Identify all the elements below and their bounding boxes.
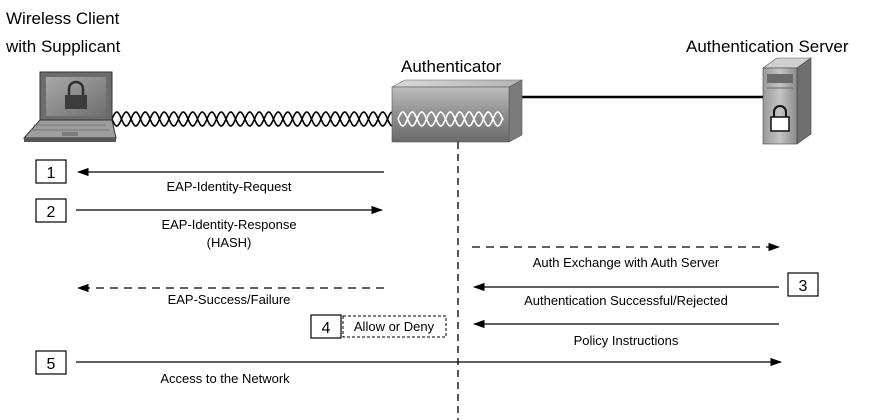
step-5-number: 5 xyxy=(47,356,56,373)
allow-deny-label: Allow or Deny xyxy=(354,319,435,334)
auth-result-label: Authentication Successful/Rejected xyxy=(524,293,728,308)
step-2-number: 2 xyxy=(47,204,56,221)
hash-label: (HASH) xyxy=(207,235,252,250)
client-title-line2: with Supplicant xyxy=(5,37,121,56)
network-access-label: Access to the Network xyxy=(160,371,290,386)
policy-label: Policy Instructions xyxy=(574,333,679,348)
identity-request-label: EAP-Identity-Request xyxy=(166,179,291,194)
identity-response-label: EAP-Identity-Response xyxy=(161,217,296,232)
wireless-link xyxy=(111,111,393,127)
allow-deny-box xyxy=(342,315,447,338)
success-failure-label: EAP-Success/Failure xyxy=(168,292,291,307)
step-3-box xyxy=(787,272,819,297)
step-5-box xyxy=(35,350,67,375)
step-4-box xyxy=(310,314,342,339)
access-point-icon xyxy=(391,79,523,143)
client-title-line1: Wireless Client xyxy=(6,9,120,28)
authenticator-title: Authenticator xyxy=(401,57,502,76)
laptop-lock-icon xyxy=(22,71,117,142)
step-1-box xyxy=(35,159,67,184)
step-2-box xyxy=(35,198,67,223)
auth-exchange-label: Auth Exchange with Auth Server xyxy=(533,255,720,270)
step-3-number: 3 xyxy=(799,278,808,295)
step-1-number: 1 xyxy=(47,165,56,182)
server-lock-icon xyxy=(762,57,812,145)
step-4-number: 4 xyxy=(322,320,331,337)
server-title: Authentication Server xyxy=(686,37,849,56)
